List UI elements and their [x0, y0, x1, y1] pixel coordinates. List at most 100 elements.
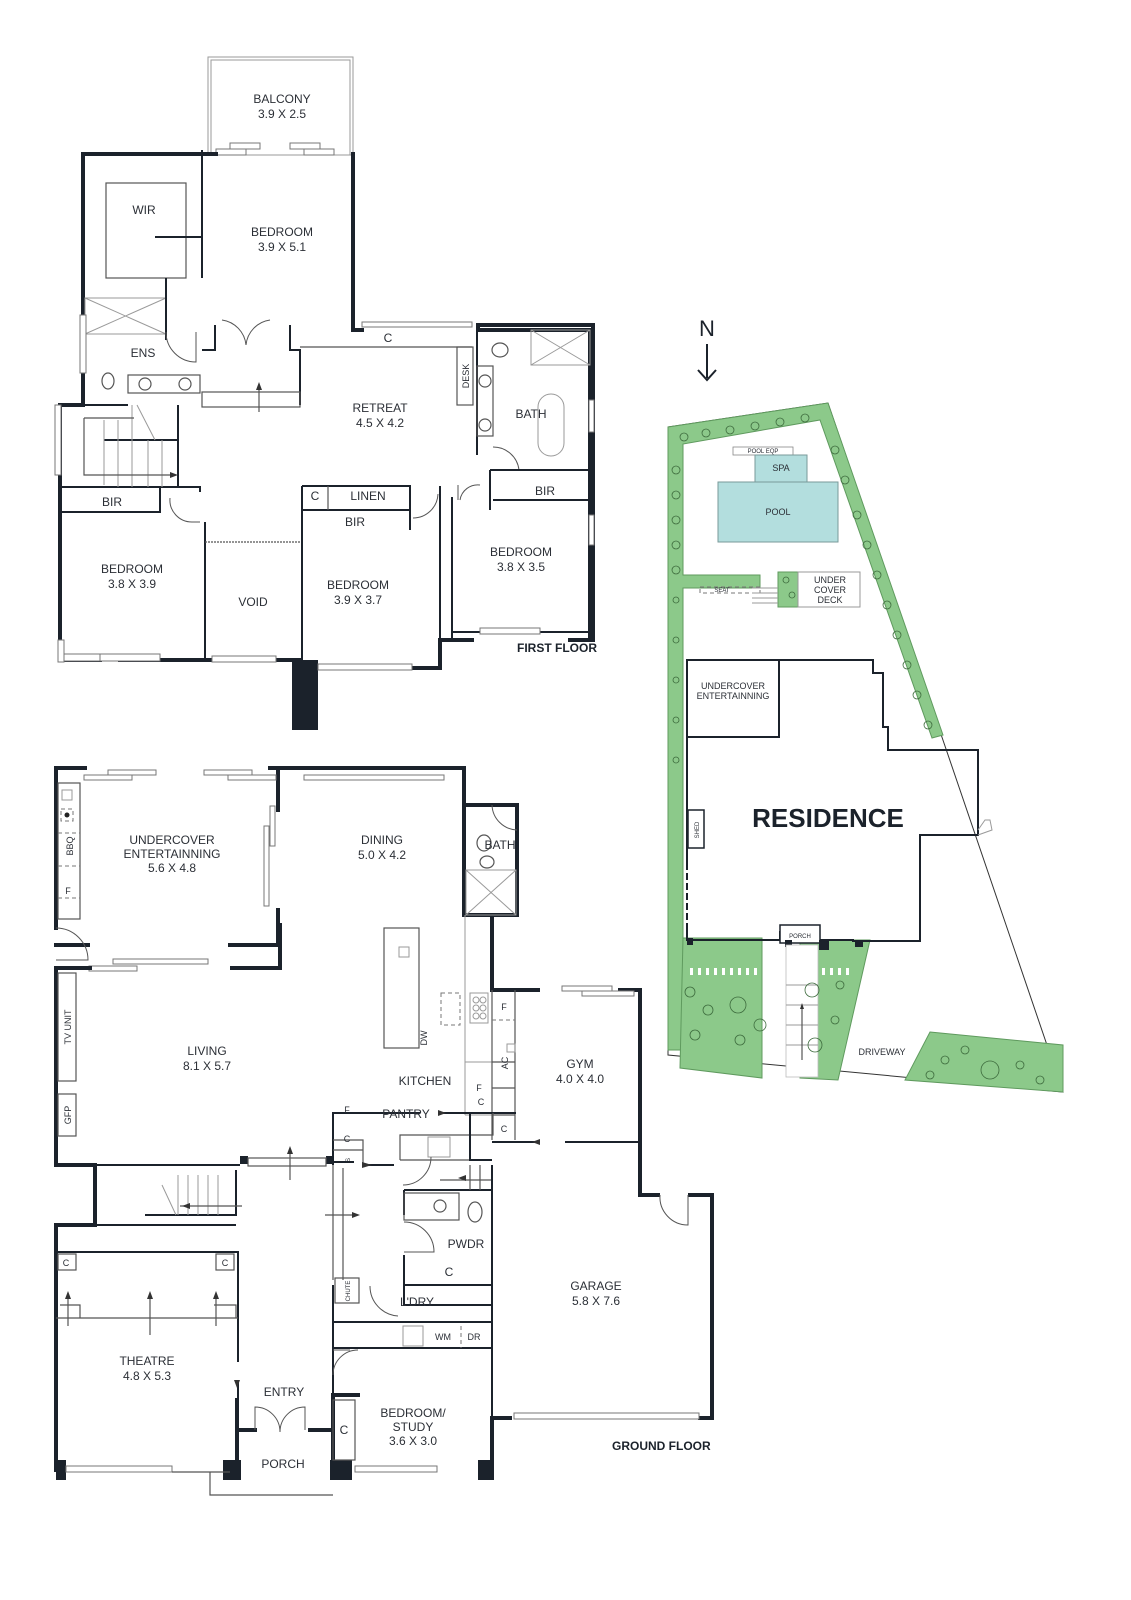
label-deck-2: COVER: [814, 585, 847, 595]
label-residence: RESIDENCE: [752, 803, 904, 833]
room-label-balcony: BALCONY: [253, 92, 310, 106]
undercover-deck: [797, 571, 861, 608]
label-site-undercover-1: UNDERCOVER: [701, 681, 766, 691]
room-label-bedroom-left: BEDROOM: [101, 562, 163, 576]
room-label-porch: PORCH: [261, 1457, 304, 1471]
label-bbq: BBQ: [65, 836, 75, 855]
site-plan: N POOL EQP SPA POOL SEAT UNDER COVER DEC…: [667, 316, 1064, 1093]
ground-floor-plan: UNDERCOVER ENTERTAINNING 5.6 X 4.8 BBQ F…: [54, 766, 714, 1496]
room-label-master-bedroom: BEDROOM: [251, 225, 313, 239]
room-label-retreat: RETREAT: [352, 401, 408, 415]
label-gfp: GFP: [63, 1106, 73, 1125]
room-dims-garage: 5.8 X 7.6: [572, 1294, 620, 1308]
room-label-bedroom-right: BEDROOM: [490, 545, 552, 559]
room-label-bir-right: BIR: [535, 484, 555, 498]
garden-front-left: [679, 937, 763, 1079]
room-dims-balcony: 3.9 X 2.5: [258, 107, 306, 121]
room-dims-study: 3.6 X 3.0: [389, 1434, 437, 1448]
room-label-bir-left: BIR: [102, 495, 122, 509]
room-label-living: LIVING: [187, 1044, 226, 1058]
label-laundry-cupboard: C: [445, 1265, 454, 1279]
label-pantry-s: S: [346, 1158, 352, 1162]
label-gym-cupboard: C: [501, 1124, 508, 1134]
label-bbq-fridge: F: [65, 886, 71, 896]
room-label-gym: GYM: [566, 1057, 593, 1071]
room-dims-living: 8.1 X 5.7: [183, 1059, 231, 1073]
label-dishwasher: DW: [419, 1030, 429, 1045]
room-label-desk: DESK: [461, 364, 471, 389]
room-label-pantry: PANTRY: [382, 1107, 430, 1121]
north-label: N: [699, 316, 715, 341]
room-label-undercover: UNDERCOVER: [129, 833, 215, 847]
label-ac: AC: [500, 1056, 510, 1069]
label-kitchen-cupboard: C: [478, 1097, 485, 1107]
label-seat: SEAT: [714, 588, 730, 594]
label-shed: SHED: [695, 821, 701, 838]
label-site-porch: PORCH: [789, 934, 811, 940]
site-porch: [779, 924, 821, 944]
label-pool-eqp: POOL EQP: [748, 449, 779, 455]
balcony-outline: [207, 56, 354, 156]
room-dims-retreat: 4.5 X 4.2: [356, 416, 404, 430]
label-washing-machine: WM: [435, 1332, 451, 1342]
room-label-theatre: THEATRE: [119, 1354, 174, 1368]
room-label-linen-c: C: [311, 489, 320, 503]
deck-garden-left: [777, 571, 799, 608]
room-label-linen: LINEN: [350, 489, 385, 503]
room-label-laundry: L'DRY: [400, 1295, 434, 1309]
room-label-bir-mid: BIR: [345, 515, 365, 529]
residence-footprint: [686, 659, 979, 942]
garden-front-right: [904, 1031, 1064, 1093]
room-label-retreat-cupboard: C: [384, 331, 393, 345]
structural-pier: [292, 660, 318, 730]
room-label-ens: ENS: [131, 346, 156, 360]
room-dims-dining: 5.0 X 4.2: [358, 848, 406, 862]
room-label-study: BEDROOM/: [380, 1406, 446, 1420]
shed: [687, 809, 705, 849]
label-pantry-cupboard: C: [344, 1134, 351, 1144]
first-floor-outer-wall: [58, 152, 592, 702]
label-deck-1: UNDER: [814, 575, 847, 585]
label-kitchen-fridge-1: F: [501, 1002, 507, 1012]
room-label-bath-ff: BATH: [515, 407, 546, 421]
pool: [717, 481, 839, 543]
label-pool: POOL: [765, 507, 790, 517]
first-floor-plan: BALCONY 3.9 X 2.5 BEDROOM 3.9 X 5.1 WIR …: [54, 56, 597, 730]
room-dims-bedroom-right: 3.8 X 3.5: [497, 560, 545, 574]
paver-strips: [686, 870, 849, 975]
label-theatre-cupboard-1: C: [63, 1258, 70, 1268]
seat: [699, 586, 761, 594]
room-label-garage: GARAGE: [570, 1279, 621, 1293]
north-arrow-icon: [697, 344, 717, 382]
label-study-cupboard: C: [340, 1423, 349, 1437]
label-pantry-fridge: F: [344, 1105, 350, 1115]
room-dims-gym: 4.0 X 4.0: [556, 1072, 604, 1086]
room-label-entry: ENTRY: [264, 1385, 304, 1399]
room-label-bedroom-mid: BEDROOM: [327, 578, 389, 592]
label-dryer: DR: [468, 1332, 481, 1342]
label-theatre-cupboard-2: C: [222, 1258, 229, 1268]
room-dims-undercover: 5.6 X 4.8: [148, 861, 196, 875]
room-label-undercover-2: ENTERTAINNING: [124, 847, 221, 861]
label-chute: CHUTE: [346, 1281, 352, 1302]
tree-icons: [671, 413, 1045, 1085]
floor-title-first: FIRST FLOOR: [517, 641, 597, 655]
room-dims-bedroom-mid: 3.9 X 3.7: [334, 593, 382, 607]
label-driveway: DRIVEWAY: [858, 1047, 905, 1057]
room-label-pwdr: PWDR: [448, 1237, 485, 1251]
room-dims-master-bedroom: 3.9 X 5.1: [258, 240, 306, 254]
room-label-study-2: STUDY: [393, 1420, 434, 1434]
room-label-bath-gf: BATH: [484, 838, 515, 852]
room-label-void: VOID: [238, 595, 268, 609]
label-spa: SPA: [772, 463, 789, 473]
label-deck-3: DECK: [817, 595, 842, 605]
label-tv-unit: TV UNIT: [63, 1009, 73, 1045]
room-label-wir: WIR: [132, 203, 156, 217]
label-kitchen-fridge-2: F: [476, 1083, 482, 1093]
floor-title-ground: GROUND FLOOR: [612, 1439, 711, 1453]
room-dims-theatre: 4.8 X 5.3: [123, 1369, 171, 1383]
room-dims-bedroom-left: 3.8 X 3.9: [108, 577, 156, 591]
room-label-kitchen: KITCHEN: [399, 1074, 452, 1088]
room-label-dining: DINING: [361, 833, 403, 847]
